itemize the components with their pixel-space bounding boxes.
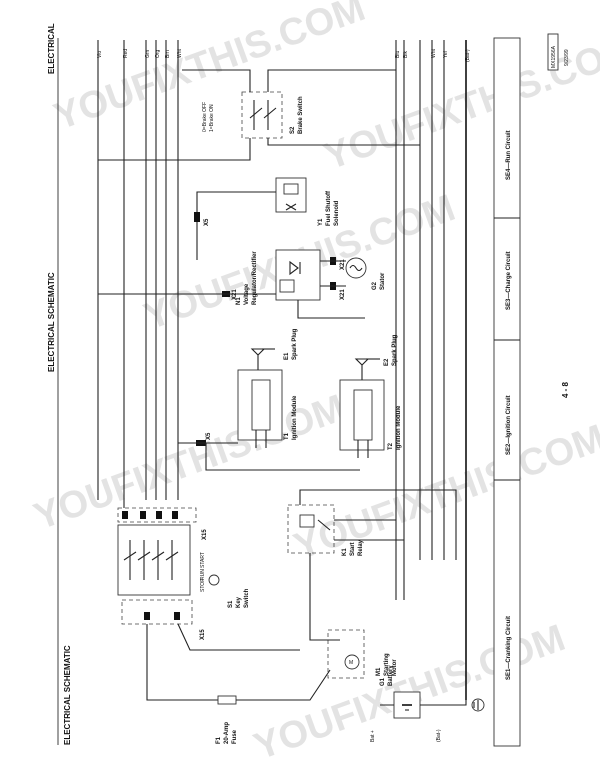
solenoid-line1: Fuel Shutoff bbox=[326, 190, 332, 226]
key-position-start: START bbox=[200, 552, 206, 568]
fuse-f1: F1 20-Amp Fuse bbox=[216, 695, 238, 744]
regulator-code: N1 bbox=[236, 297, 242, 305]
solenoid-code: Y1 bbox=[318, 218, 324, 226]
battery-neg-label: (Bat-) bbox=[436, 729, 442, 742]
battery: G1 Battery Bat + (Bat-) bbox=[370, 665, 442, 742]
connector-x5-solenoid: X5 bbox=[194, 212, 210, 226]
spark-plug-1-code: E1 bbox=[284, 352, 290, 360]
fuse-line1: 20-Amp bbox=[224, 722, 230, 744]
fuel-shutoff-solenoid: Y1 Fuel Shutoff Solenoid bbox=[275, 177, 340, 226]
section-se3-label: SE3—Charge Circuit bbox=[506, 251, 512, 310]
wire-label-yel: Yel bbox=[443, 51, 449, 58]
svg-text:M: M bbox=[349, 660, 353, 666]
starter-line1: Starting bbox=[384, 653, 390, 676]
connector-x5-label: X5 bbox=[204, 218, 210, 226]
section-se1-label: SE1—Cranking Circuit bbox=[506, 616, 512, 680]
spark-plug-2-code: E2 bbox=[384, 358, 390, 366]
ignition-module-1: T1 Ignition Module bbox=[237, 369, 298, 448]
key-switch: START RUN STOP S1 Key Switch bbox=[117, 524, 250, 608]
connector-x15-top: X15 bbox=[117, 507, 208, 540]
brake-switch-code: S2 bbox=[290, 126, 296, 134]
starter-line2: Motor bbox=[392, 659, 398, 676]
connector-x5-label: X5 bbox=[206, 432, 212, 440]
brake-switch: 0=Brake OFF 1=Brake ON S2 Brake Switch bbox=[202, 91, 304, 139]
wire-label-wht: Wht bbox=[431, 49, 437, 59]
figure-code: MX1956A bbox=[551, 45, 557, 68]
brake-note-1: 0=Brake OFF bbox=[202, 102, 208, 132]
ign-module-2-name: Ignition Module bbox=[396, 405, 402, 450]
section-legend bbox=[493, 37, 521, 747]
wire-label-vio: Vio bbox=[97, 51, 103, 58]
relay-line2: Relay bbox=[358, 539, 364, 556]
stator-name: Stator bbox=[380, 272, 386, 290]
ign-module-1-code: T1 bbox=[284, 432, 290, 440]
brake-note-2: 1=Brake ON bbox=[209, 104, 215, 132]
battery-code: G1 bbox=[380, 677, 386, 686]
starter-code: M1 bbox=[376, 667, 382, 676]
ground-symbol bbox=[471, 698, 485, 712]
brake-switch-line1: Brake Switch bbox=[298, 96, 304, 134]
spark-plug-2-name: Spark Plug bbox=[392, 334, 398, 366]
wire-label-wht: Wht bbox=[177, 49, 183, 59]
ign-module-2-code: T2 bbox=[388, 442, 394, 450]
battery-name: Battery bbox=[388, 665, 394, 686]
page-title-center: ELECTRICAL SCHEMATIC bbox=[47, 272, 56, 372]
ign-module-1-name: Ignition Module bbox=[292, 395, 298, 440]
solenoid-line2: Solenoid bbox=[334, 200, 340, 226]
connector-x15-label: X15 bbox=[200, 629, 206, 640]
connector-x15-label: X15 bbox=[202, 529, 208, 540]
page-title-right: ELECTRICAL bbox=[47, 23, 56, 74]
fuse-line2: Fuse bbox=[232, 729, 238, 744]
key-position-run: RUN bbox=[200, 569, 206, 580]
section-se2-label: SE2—Ignition Circuit bbox=[506, 395, 512, 455]
wire-label-blu: Blu bbox=[395, 51, 401, 58]
wire-label-grn: Grn bbox=[145, 49, 151, 58]
bus-wires bbox=[97, 40, 467, 700]
starting-motor: M M1 Starting Motor bbox=[327, 629, 398, 679]
key-switch-line1: Key bbox=[236, 596, 242, 608]
connector-x21-label: X21 bbox=[340, 289, 346, 300]
relay-line1: Start bbox=[350, 542, 356, 556]
spark-plug-2: E2 Spark Plug bbox=[354, 334, 398, 380]
wire-label-red: Red bbox=[123, 49, 129, 58]
page-number: 4 - 8 bbox=[561, 381, 570, 398]
spark-plug-1-name: Spark Plug bbox=[292, 328, 298, 360]
key-switch-code: S1 bbox=[228, 600, 234, 608]
stator: G2 Stator bbox=[345, 257, 386, 290]
key-switch-line2: Switch bbox=[244, 588, 250, 608]
wire-label-blk: Blk bbox=[403, 51, 409, 58]
ignition-module-2: T2 Ignition Module bbox=[339, 379, 402, 458]
connector-x15-bottom: X15 bbox=[121, 599, 206, 640]
regulator-line2: Regulator/Rectifier bbox=[252, 251, 258, 305]
connector-x21-label: X21 bbox=[340, 259, 346, 270]
fuse-code: F1 bbox=[216, 736, 222, 744]
battery-pos-label: Bat + bbox=[370, 730, 376, 742]
key-position-stop: STOP bbox=[200, 578, 206, 592]
section-se4-label: SE4—Run Circuit bbox=[506, 130, 512, 180]
page-title-left: ELECTRICAL SCHEMATIC bbox=[63, 645, 72, 745]
start-relay: K1 Start Relay bbox=[287, 504, 364, 556]
relay-code: K1 bbox=[342, 548, 348, 556]
stator-code: G2 bbox=[372, 281, 378, 290]
voltage-regulator: N1 Voltage Regulator/Rectifier bbox=[236, 249, 321, 305]
wire-label-brn: Brn bbox=[165, 50, 171, 58]
date: 9/23/99 bbox=[564, 49, 570, 66]
spark-plug-1: E1 Spark Plug bbox=[250, 328, 298, 370]
figure-code-box bbox=[547, 33, 559, 71]
wire-label-bat-neg: (Bat-) bbox=[465, 49, 471, 62]
wire-label-org: Org bbox=[155, 49, 161, 58]
